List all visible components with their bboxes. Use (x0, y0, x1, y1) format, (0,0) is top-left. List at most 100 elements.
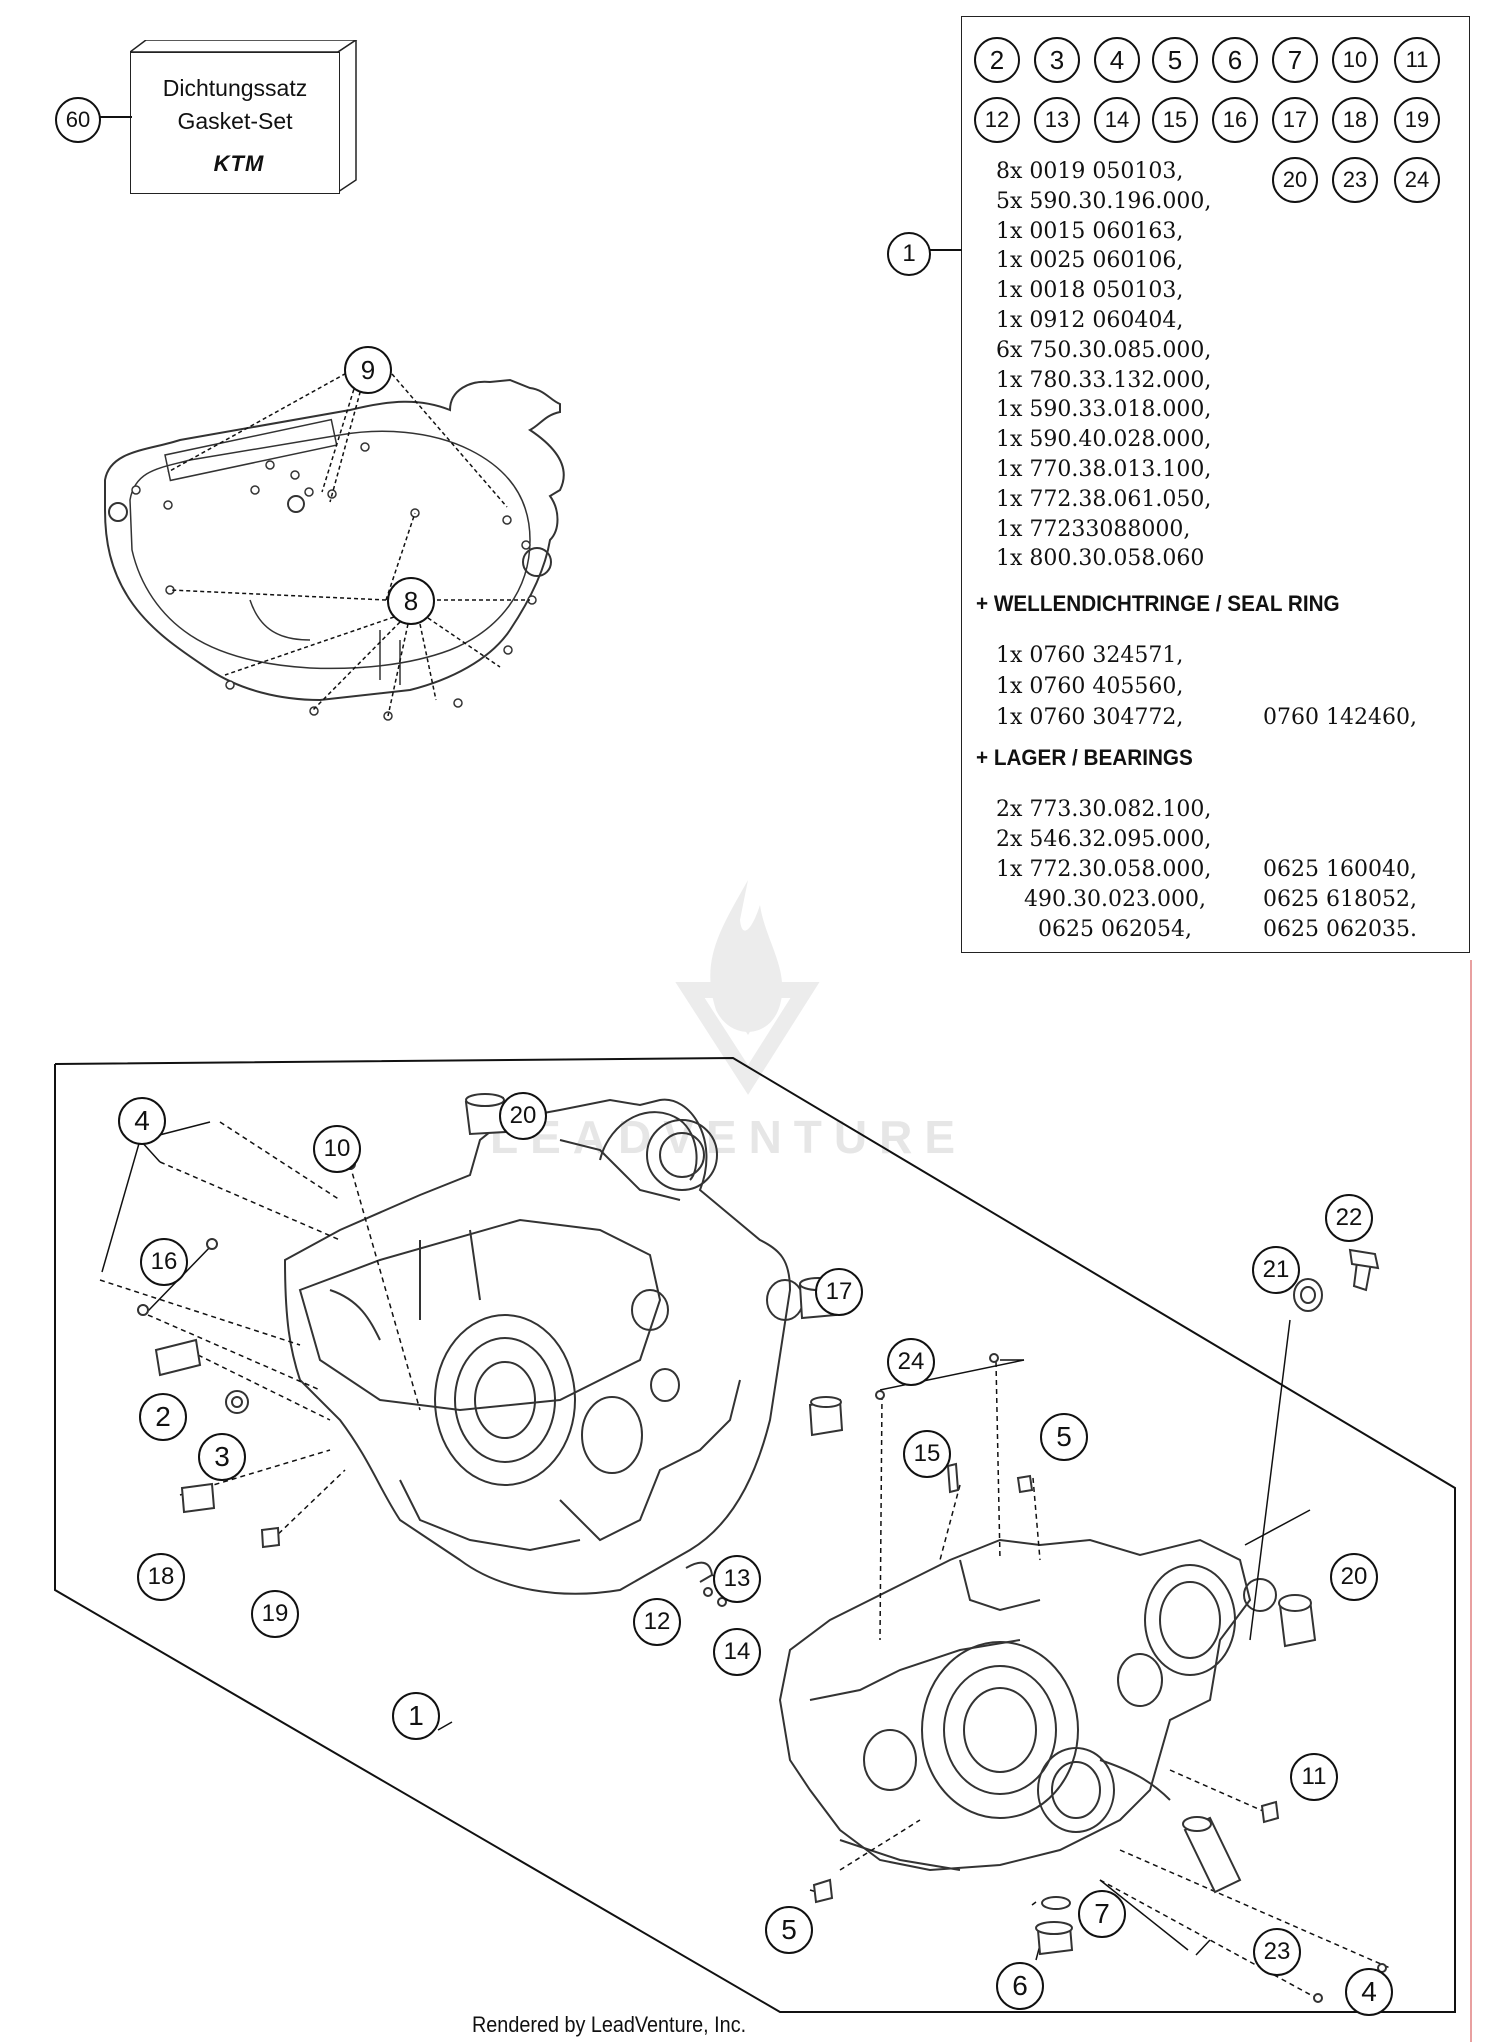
included-callout-23[interactable]: 23 (1332, 157, 1378, 203)
watermark-logo (675, 880, 820, 1095)
callout-4[interactable]: 4 (118, 1097, 166, 1145)
callout-label: 21 (1262, 1256, 1290, 1283)
callout-24[interactable]: 24 (887, 1338, 935, 1386)
callout-8[interactable]: 8 (387, 577, 435, 625)
part-number-line: 1x 590.33.018.000, (996, 397, 1212, 423)
gasket-label-en: Gasket-Set (177, 108, 293, 134)
callout-60-label: 60 (65, 107, 91, 132)
callout-label: 5 (1056, 1421, 1072, 1452)
callout-label: 13 (723, 1565, 751, 1592)
callout-18[interactable]: 18 (137, 1553, 185, 1601)
included-callout-10[interactable]: 10 (1332, 37, 1378, 83)
included-callout-label: 11 (1405, 47, 1429, 72)
callout-7[interactable]: 7 (1078, 1890, 1126, 1938)
callout-9-label: 9 (360, 355, 376, 385)
callout-label: 20 (509, 1102, 537, 1129)
callout-label: 15 (913, 1440, 941, 1467)
gasket-label-de: Dichtungssatz (162, 75, 308, 101)
included-callout-6[interactable]: 6 (1212, 37, 1258, 83)
included-callout-label: 18 (1342, 107, 1368, 132)
part-number-line: 8x 0019 050103, (996, 159, 1184, 184)
included-callout-label: 5 (1167, 45, 1183, 75)
included-callout-3[interactable]: 3 (1034, 37, 1080, 83)
callout-label: 14 (723, 1638, 751, 1665)
part-number-line: 1x 770.38.013.100, (996, 457, 1212, 482)
bearing-part-line: 2x 773.30.082.100, (996, 797, 1212, 822)
callout-5[interactable]: 5 (1040, 1413, 1088, 1461)
included-callout-19[interactable]: 19 (1394, 97, 1440, 143)
included-callout-17[interactable]: 17 (1272, 97, 1318, 143)
included-callout-12[interactable]: 12 (974, 97, 1020, 143)
callout-1-box-label: 1 (902, 240, 916, 267)
bearing-part-line: 1x 772.30.058.000, (996, 857, 1212, 882)
callout-5[interactable]: 5 (765, 1906, 813, 1954)
gasket-set-box: Dichtungssatz Gasket-Set KTM (130, 40, 358, 194)
included-callout-label: 2 (989, 45, 1005, 75)
callout-6[interactable]: 6 (996, 1962, 1044, 2010)
callout-20[interactable]: 20 (1330, 1553, 1378, 1601)
callout-21[interactable]: 21 (1252, 1246, 1300, 1294)
callout-16[interactable]: 16 (140, 1238, 188, 1286)
callout-label: 16 (150, 1248, 178, 1275)
included-callout-20[interactable]: 20 (1272, 157, 1318, 203)
included-callout-14[interactable]: 14 (1094, 97, 1140, 143)
callout-14[interactable]: 14 (713, 1628, 761, 1676)
callout-23[interactable]: 23 (1253, 1928, 1301, 1976)
callout-12[interactable]: 12 (633, 1598, 681, 1646)
callout-label: 10 (323, 1135, 351, 1162)
callout-1-box[interactable]: 1 (887, 232, 931, 276)
callout-label: 6 (1012, 1970, 1028, 2001)
seal-extra: 0760 142460, (1263, 705, 1417, 730)
included-callout-24[interactable]: 24 (1394, 157, 1440, 203)
seal-part-line: 1x 0760 324571, (996, 643, 1184, 668)
callout-1[interactable]: 1 (392, 1692, 440, 1740)
cover-gasket-drawing (104, 378, 565, 721)
callout-label: 24 (897, 1348, 925, 1375)
included-callout-13[interactable]: 13 (1034, 97, 1080, 143)
callout-2[interactable]: 2 (139, 1393, 187, 1441)
included-callout-label: 4 (1109, 45, 1125, 75)
included-callout-15[interactable]: 15 (1152, 97, 1198, 143)
bearing-part-line: 2x 546.32.095.000, (996, 827, 1212, 852)
part-number-line: 1x 800.30.058.060 (996, 546, 1205, 572)
included-callout-label: 13 (1044, 107, 1070, 132)
included-callout-2[interactable]: 2 (974, 37, 1020, 83)
callout-60[interactable]: 60 (55, 97, 101, 143)
callout-13[interactable]: 13 (713, 1555, 761, 1603)
part-number-line: 1x 0025 060106, (996, 248, 1184, 274)
included-callout-18[interactable]: 18 (1332, 97, 1378, 143)
seal-part-line: 1x 0760 304772, (996, 705, 1184, 730)
callout-3[interactable]: 3 (198, 1433, 246, 1481)
callout-15[interactable]: 15 (903, 1430, 951, 1478)
callout-label: 1 (408, 1700, 424, 1731)
included-callout-label: 14 (1104, 107, 1130, 132)
included-callout-4[interactable]: 4 (1094, 37, 1140, 83)
part-number-line: 1x 772.38.061.050, (996, 486, 1212, 512)
callout-17[interactable]: 17 (815, 1268, 863, 1316)
callout-19[interactable]: 19 (251, 1590, 299, 1638)
callout-4[interactable]: 4 (1345, 1968, 1393, 2016)
included-callout-5[interactable]: 5 (1152, 37, 1198, 83)
callout-label: 22 (1335, 1204, 1363, 1231)
callout-label: 18 (147, 1563, 175, 1590)
bearing-extra-line: 0625 618052, (1263, 887, 1417, 912)
footer-credit: Rendered by LeadVenture, Inc. (472, 2012, 747, 2037)
bearing-extra-line: 0625 062035. (1263, 917, 1417, 942)
callout-label: 12 (643, 1608, 671, 1635)
callout-label: 5 (781, 1914, 797, 1945)
included-callout-label: 15 (1162, 107, 1188, 132)
callout-22[interactable]: 22 (1325, 1194, 1373, 1242)
callout-9[interactable]: 9 (344, 346, 392, 394)
included-callout-16[interactable]: 16 (1212, 97, 1258, 143)
included-callout-label: 7 (1287, 45, 1303, 75)
callout-11[interactable]: 11 (1290, 1753, 1338, 1801)
callout-label: 7 (1094, 1898, 1110, 1929)
callout-10[interactable]: 10 (313, 1125, 361, 1173)
included-callout-7[interactable]: 7 (1272, 37, 1318, 83)
callout-label: 4 (1361, 1976, 1377, 2007)
callout-20[interactable]: 20 (499, 1092, 547, 1140)
included-callout-11[interactable]: 11 (1394, 37, 1440, 83)
